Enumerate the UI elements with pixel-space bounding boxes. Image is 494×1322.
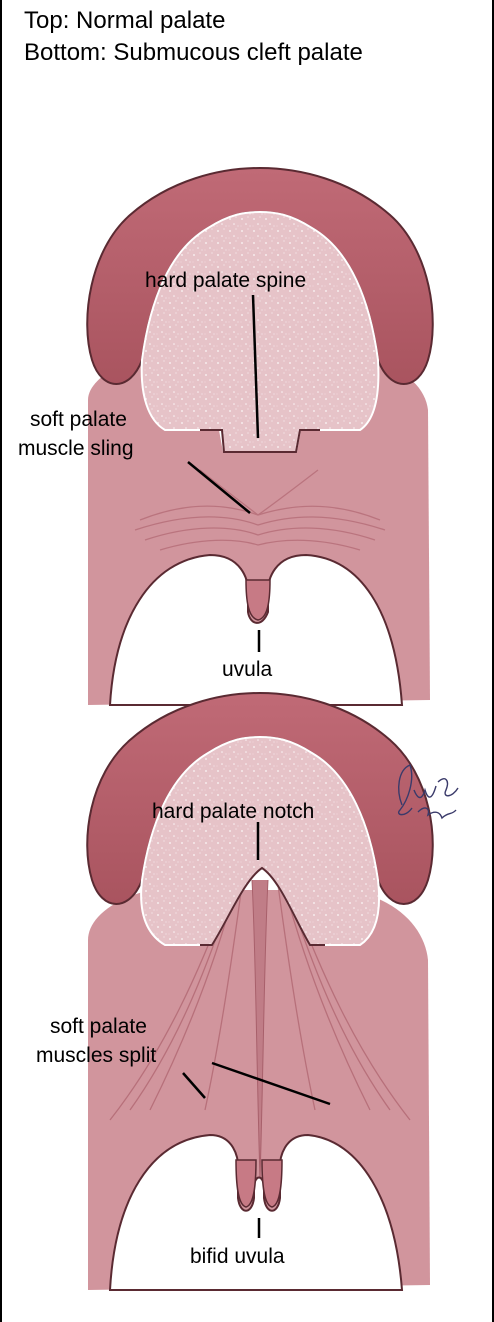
- label-soft-palate-2: soft palate: [50, 1015, 147, 1038]
- label-muscles-split: muscles split: [36, 1044, 156, 1067]
- cleft-palate-drawing: hard palate notch soft palate muscles sp…: [36, 693, 433, 1290]
- label-uvula: uvula: [222, 658, 273, 681]
- label-hard-palate-notch: hard palate notch: [152, 800, 314, 823]
- label-hard-palate-spine: hard palate spine: [145, 269, 306, 292]
- label-soft-palate-1: soft palate: [30, 408, 127, 431]
- label-muscle-sling: muscle sling: [18, 437, 134, 460]
- label-bifid-uvula: bifid uvula: [190, 1245, 285, 1268]
- normal-palate-drawing: hard palate spine soft palate muscle sli…: [18, 168, 433, 705]
